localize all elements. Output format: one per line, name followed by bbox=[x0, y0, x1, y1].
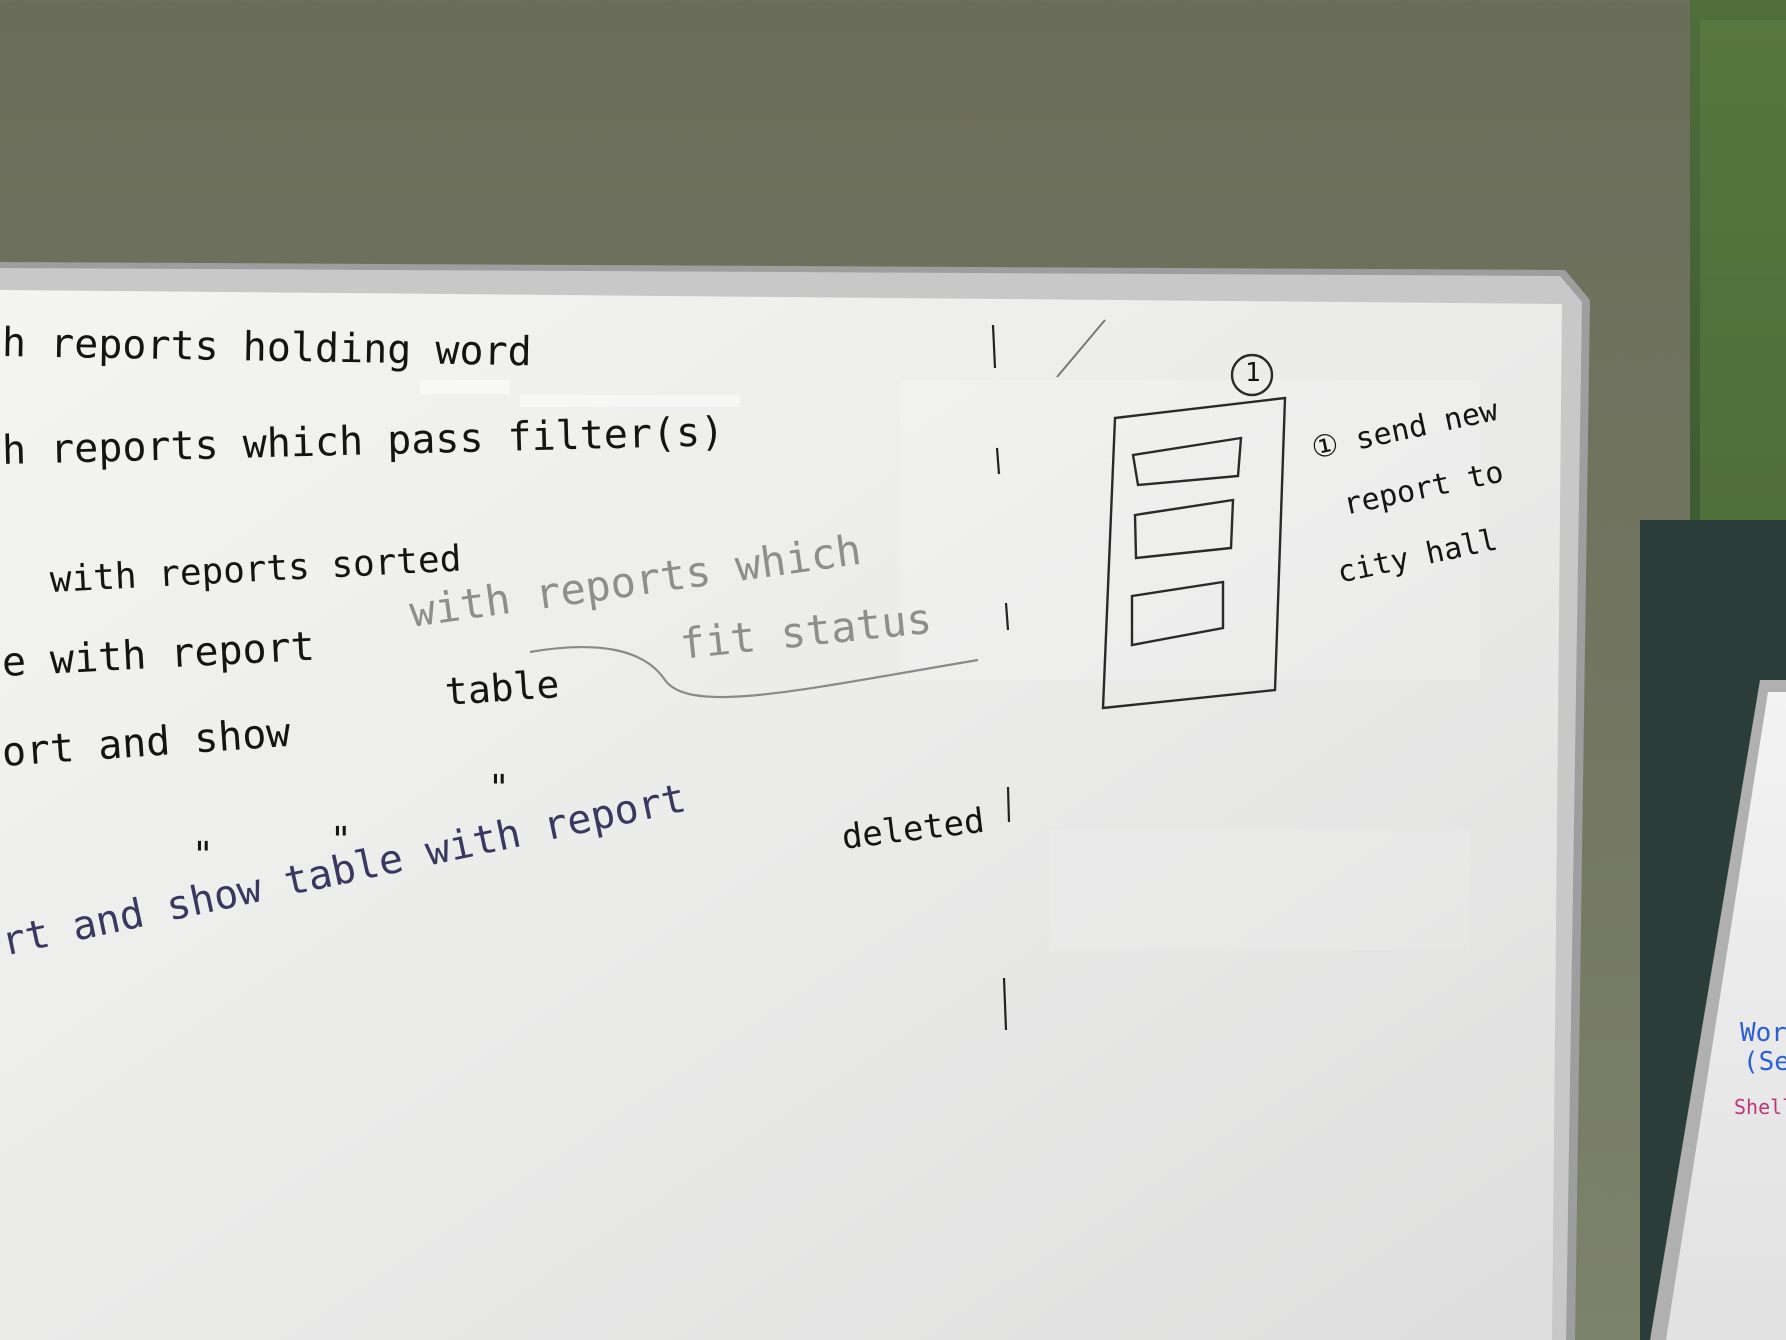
side-board-fragment-3: Shell bbox=[1734, 1095, 1786, 1119]
sketch-phone-outline bbox=[1101, 396, 1287, 710]
board-line-5-table: table bbox=[443, 662, 561, 714]
board-line-1: h reports holding word bbox=[1, 320, 533, 376]
side-board-fragment-2: (Se bbox=[1743, 1047, 1786, 1077]
reflection bbox=[900, 380, 1480, 680]
side-whiteboard bbox=[1666, 692, 1786, 1340]
ui-sketch bbox=[1101, 353, 1287, 710]
whiteboard-surface bbox=[0, 290, 1562, 1340]
curved-underline bbox=[529, 646, 979, 699]
sketch-number-circle bbox=[1230, 353, 1274, 397]
sketch-circle-number: 1 bbox=[1245, 358, 1261, 388]
tick-marks bbox=[991, 324, 1011, 1031]
ditto-mark-3: " bbox=[330, 820, 352, 861]
sketch-box-2 bbox=[1133, 498, 1235, 560]
ditto-mark-1: " bbox=[488, 768, 510, 809]
sketch-box-3 bbox=[1130, 580, 1225, 647]
diagonal-stroke bbox=[1056, 319, 1106, 378]
ditto-mark-2: " bbox=[192, 835, 214, 876]
sketch-box-1 bbox=[1131, 436, 1243, 487]
side-board-fragment-1: Wor bbox=[1740, 1018, 1786, 1048]
